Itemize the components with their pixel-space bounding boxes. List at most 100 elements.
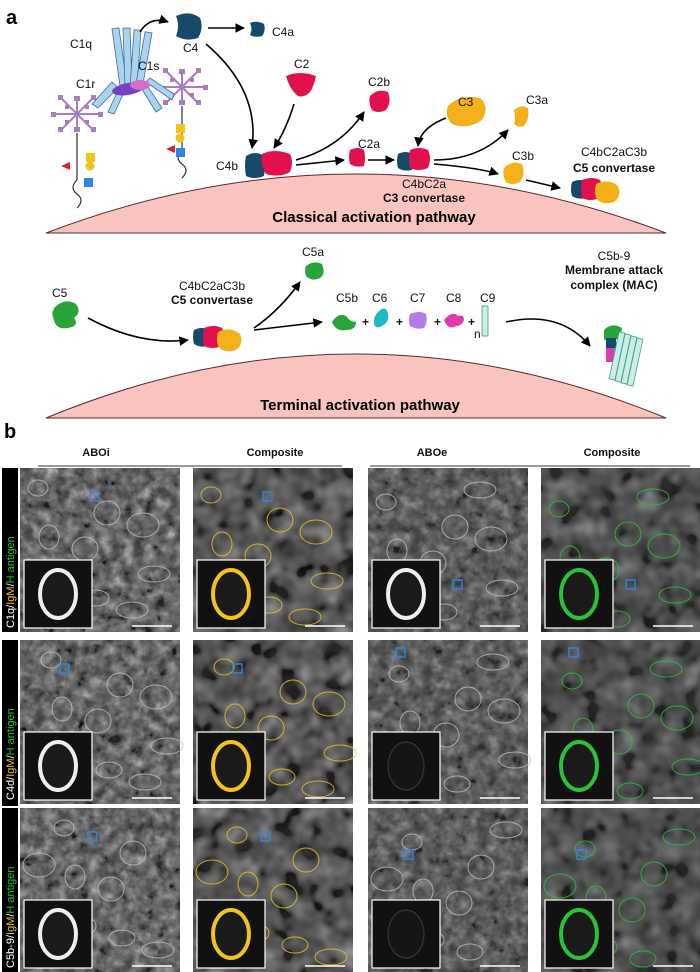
arrow-to-c5b bbox=[253, 318, 323, 331]
c5-convertase-label-classical: C5 convertase bbox=[573, 161, 655, 175]
c4a-label: C4a bbox=[272, 25, 294, 39]
mac-name: C5b-9 bbox=[598, 249, 631, 263]
mac-label-line1: Membrane attack bbox=[565, 263, 663, 277]
col-header-abo-e: ABOe bbox=[417, 447, 448, 459]
arrow-to-c5a bbox=[253, 281, 301, 329]
c9-label: C9 bbox=[480, 291, 496, 305]
c3a-label: C3a bbox=[526, 93, 548, 107]
plus-2: + bbox=[396, 315, 403, 329]
panel-b-label: b bbox=[4, 421, 16, 443]
mac-pore-icon bbox=[604, 325, 644, 387]
inset-vessel-ring bbox=[387, 909, 425, 959]
c6-icon bbox=[374, 308, 389, 328]
micrograph-c4d-composite-abo-i bbox=[193, 640, 357, 804]
classical-pathway-title: Classical activation pathway bbox=[272, 209, 476, 226]
micrograph-c1q-abo-e bbox=[368, 468, 528, 632]
c3a-icon bbox=[514, 106, 529, 127]
micrograph-c4d-abo-i bbox=[20, 640, 184, 804]
inset-vessel-ring bbox=[38, 568, 78, 620]
row-tag-c4d: C4d/IgM/H antigen bbox=[2, 640, 18, 806]
c3-icon bbox=[446, 97, 486, 127]
terminal-membrane bbox=[45, 353, 667, 419]
roi-box bbox=[89, 491, 100, 502]
micrograph-grid bbox=[20, 468, 700, 972]
c2a-label: C2a bbox=[358, 137, 380, 151]
inset-vessel-ring bbox=[387, 741, 425, 791]
plus-4: + bbox=[468, 315, 475, 329]
roi-box bbox=[395, 647, 406, 658]
inset-vessel-ring bbox=[386, 568, 426, 620]
micrograph-c4d-abo-e bbox=[368, 640, 532, 804]
c9-n-label: n bbox=[474, 327, 481, 341]
micrograph-c4d-composite-abo-e bbox=[541, 640, 700, 804]
micrograph-c5b9-abo-i bbox=[20, 808, 180, 972]
roi-box bbox=[568, 647, 579, 658]
c5a-label: C5a bbox=[302, 245, 324, 259]
c1q-label: C1q bbox=[70, 37, 92, 51]
c5b-icon bbox=[332, 314, 356, 331]
c2a-icon bbox=[349, 148, 365, 167]
arrow-to-c3b bbox=[433, 163, 499, 176]
roi-box bbox=[576, 849, 587, 860]
col-header-composite-1: Composite bbox=[247, 447, 304, 459]
roi-box bbox=[232, 663, 243, 674]
c4-icon bbox=[176, 13, 202, 40]
arrow-c5-to-conv bbox=[87, 317, 189, 346]
c3-convertase-label: C3 convertase bbox=[383, 191, 465, 205]
micrograph-c1q-composite-abo-i bbox=[193, 468, 353, 632]
c5a-icon bbox=[305, 262, 324, 280]
roi-box bbox=[625, 579, 636, 590]
arrow-c3-to-conv bbox=[414, 117, 447, 147]
c3-convertase-name: C4bC2a bbox=[402, 177, 446, 191]
micrograph-c5b9-abo-e bbox=[368, 808, 528, 972]
panel-a-label: a bbox=[6, 7, 18, 29]
c1-complex-icon bbox=[91, 27, 175, 115]
terminal-pathway-title: Terminal activation pathway bbox=[260, 397, 460, 414]
arrow-to-c3a bbox=[433, 129, 509, 161]
inset-vessel-ring bbox=[211, 908, 251, 960]
c5-convertase-name-terminal: C4bC2aC3b bbox=[179, 279, 245, 293]
inset-vessel-ring bbox=[211, 568, 251, 620]
plus-1: + bbox=[362, 315, 369, 329]
roi-box bbox=[452, 579, 463, 590]
c5-convertase-icon-terminal bbox=[193, 326, 242, 352]
c4a-icon bbox=[250, 21, 265, 37]
inset-vessel-ring bbox=[38, 740, 78, 792]
c4b-c2-complex-icon bbox=[245, 151, 292, 178]
roi-box bbox=[403, 849, 414, 860]
c1r-label: C1r bbox=[76, 77, 95, 91]
arrow-to-c2b bbox=[295, 111, 365, 161]
plus-3: + bbox=[434, 315, 441, 329]
roi-box bbox=[59, 663, 70, 674]
glycan-antigen-left bbox=[50, 94, 104, 209]
roi-box bbox=[262, 491, 273, 502]
c5-convertase-icon-classical bbox=[571, 178, 620, 204]
arrow-c1-to-c4 bbox=[139, 14, 169, 33]
micrograph-c1q-abo-i bbox=[20, 468, 180, 632]
inset-vessel-ring bbox=[559, 740, 599, 792]
arrow-to-mac bbox=[505, 318, 591, 347]
c5-icon bbox=[52, 301, 79, 329]
roi-box bbox=[260, 831, 271, 842]
c9-icon bbox=[481, 305, 489, 337]
micrograph-c5b9-composite-abo-i bbox=[193, 808, 353, 972]
svg-text:C4d/IgM/H antigen: C4d/IgM/H antigen bbox=[5, 708, 17, 800]
c3-convertase-icon bbox=[397, 148, 430, 171]
arrow-c3b-to-c5conv bbox=[525, 179, 561, 191]
c2-label: C2 bbox=[294, 57, 310, 71]
c5-label: C5 bbox=[52, 286, 68, 300]
c3-label: C3 bbox=[458, 95, 474, 109]
c4-label: C4 bbox=[183, 41, 199, 55]
inset-vessel-ring bbox=[559, 568, 599, 620]
svg-text:C1q/IgM/H antigen: C1q/IgM/H antigen bbox=[5, 536, 17, 628]
arrow-c4-to-c4b bbox=[205, 43, 258, 149]
c7-icon bbox=[409, 312, 427, 329]
c2b-icon bbox=[369, 90, 390, 112]
c3b-icon bbox=[503, 162, 524, 184]
row-tag-c1q: C1q/IgM/H antigen bbox=[2, 468, 18, 632]
svg-text:C5b-9/IgM/H antigen: C5b-9/IgM/H antigen bbox=[5, 866, 17, 968]
c1s-label: C1s bbox=[138, 59, 159, 73]
c2-icon bbox=[286, 73, 316, 97]
c5b-label: C5b bbox=[336, 291, 358, 305]
